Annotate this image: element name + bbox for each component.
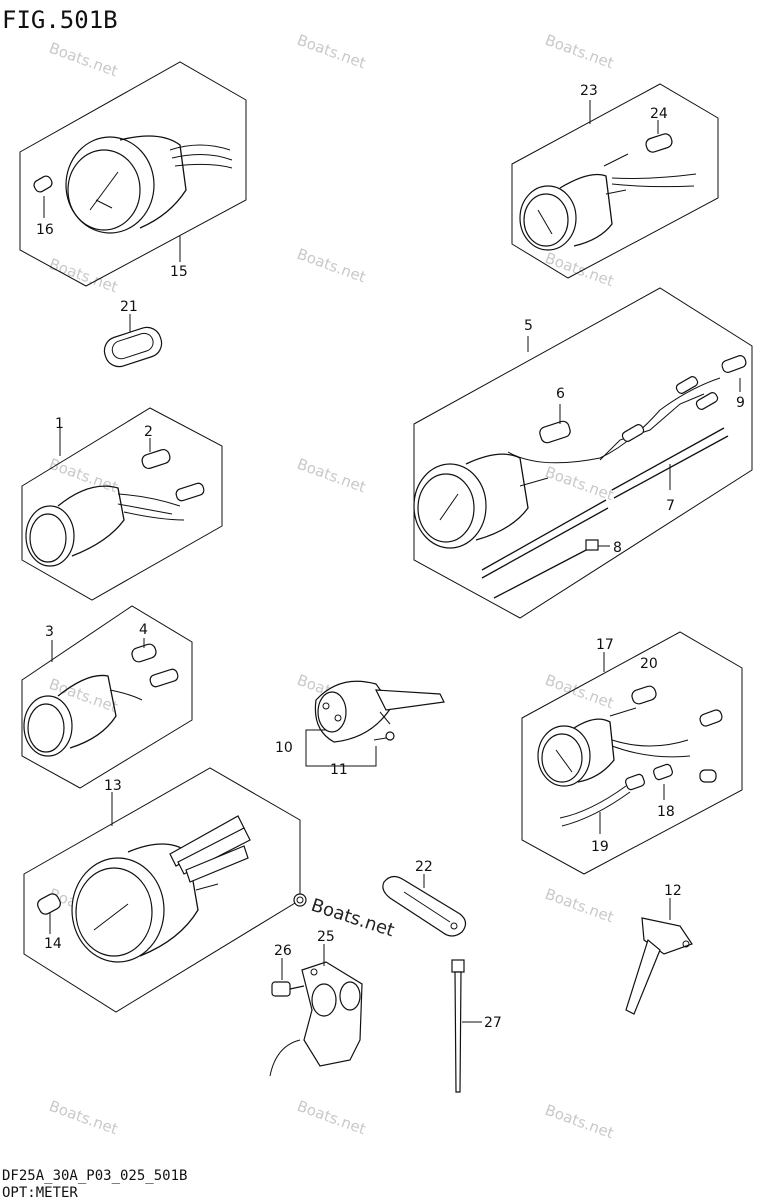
sensor-arm	[625, 938, 661, 1015]
assembly-10	[305, 680, 445, 767]
tie-head	[451, 959, 465, 973]
callout-22: 22	[415, 859, 433, 875]
callout-16: 16	[36, 222, 54, 238]
group-frame	[521, 631, 743, 875]
gauge-face	[27, 703, 65, 753]
bulb	[141, 448, 171, 470]
bracket	[382, 875, 467, 937]
callout-23: 23	[580, 83, 598, 99]
bulb	[645, 133, 673, 153]
gauge-face	[417, 473, 475, 543]
bulb	[175, 482, 205, 502]
callout-26: 26	[274, 943, 292, 959]
group-frame	[511, 83, 719, 279]
group-frame	[21, 407, 223, 601]
assembly-3	[21, 605, 193, 789]
callout-15: 15	[170, 264, 188, 280]
watermark: Boats.net	[295, 455, 369, 496]
part-27	[451, 959, 482, 1093]
bulb	[699, 709, 723, 727]
assembly-25	[269, 944, 363, 1077]
bulb	[33, 175, 53, 193]
callout-24: 24	[650, 106, 668, 122]
watermark: Boats.net	[543, 31, 617, 72]
group-frame	[21, 605, 193, 789]
callout-14: 14	[44, 936, 62, 952]
bulb	[631, 685, 657, 705]
gauge-face	[523, 193, 569, 247]
callout-12: 12	[664, 883, 682, 899]
bulb	[539, 420, 571, 444]
gauge-face	[29, 513, 67, 563]
callout-18: 18	[657, 804, 675, 820]
bulb	[149, 668, 179, 688]
assembly-17	[521, 631, 743, 875]
callout-27: 27	[484, 1015, 502, 1031]
watermark: Boats.net	[295, 1097, 369, 1138]
switch-bracket	[301, 961, 363, 1067]
watermark: Boats.net	[47, 39, 121, 80]
figure-title: FIG.501B	[2, 6, 118, 34]
group-frame	[19, 61, 247, 287]
screw-head	[271, 981, 291, 997]
diagram-caption: OPT:METER	[2, 1185, 78, 1200]
callout-11: 11	[330, 762, 348, 778]
callout-6: 6	[556, 386, 565, 402]
callout-2: 2	[144, 424, 153, 440]
callout-13: 13	[104, 778, 122, 794]
callout-9: 9	[736, 395, 745, 411]
bulb	[37, 893, 61, 915]
watermark: Boats.net	[543, 671, 617, 712]
grommet	[103, 326, 163, 368]
part-21	[103, 314, 163, 368]
assembly-1	[21, 407, 223, 601]
callout-17: 17	[596, 637, 614, 653]
watermark: Boats.net	[295, 31, 369, 72]
assembly-5	[413, 287, 753, 619]
watermark: Boats.net	[543, 1101, 617, 1142]
callout-4: 4	[139, 622, 148, 638]
gauge-face	[75, 867, 153, 957]
callout-10: 10	[275, 740, 293, 756]
part-12	[625, 898, 693, 1015]
callout-20: 20	[640, 656, 658, 672]
bulb	[131, 643, 157, 663]
watermark: Boats.net	[47, 255, 121, 296]
watermark: Boats.net	[543, 885, 617, 926]
assembly-23	[511, 83, 719, 279]
callout-8: 8	[613, 540, 622, 556]
callout-7: 7	[666, 498, 675, 514]
watermark: Boats.net	[295, 245, 369, 286]
callout-1: 1	[55, 416, 64, 432]
watermark: Boats.net	[47, 1097, 121, 1138]
callout-3: 3	[45, 624, 54, 640]
part-22	[382, 874, 467, 937]
callout-19: 19	[591, 839, 609, 855]
assembly-13	[23, 767, 307, 1013]
cable-tie	[454, 971, 462, 1093]
assembly-15	[19, 61, 247, 287]
callout-5: 5	[524, 318, 533, 334]
callout-21: 21	[120, 299, 138, 315]
group-frame	[413, 287, 753, 619]
diagram-code: DF25A_30A_P03_025_501B	[2, 1168, 187, 1184]
gauge-face	[67, 149, 141, 231]
bulb	[721, 355, 747, 373]
callout-25: 25	[317, 929, 335, 945]
watermark: Boats.net	[543, 463, 617, 504]
